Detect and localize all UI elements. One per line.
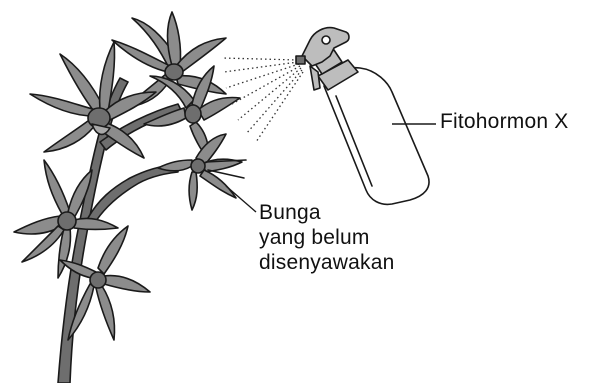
branch-lower [88, 164, 178, 224]
bottle-body [324, 68, 429, 205]
trigger-head [302, 28, 349, 66]
spray-bottle-icon [296, 28, 429, 205]
flower-top [112, 12, 226, 108]
bunga-pointer [226, 186, 256, 212]
flower-label-line-2: yang belum [259, 225, 395, 250]
flower-label-line-1: Bunga [259, 200, 395, 225]
fitohormon-label: Fitohormon X [440, 109, 568, 134]
flower-label-line-3: disenyawakan [259, 250, 395, 275]
orchid-plant-icon [14, 12, 246, 383]
flower-label: Bunga yang belum disenyawakan [259, 200, 395, 275]
